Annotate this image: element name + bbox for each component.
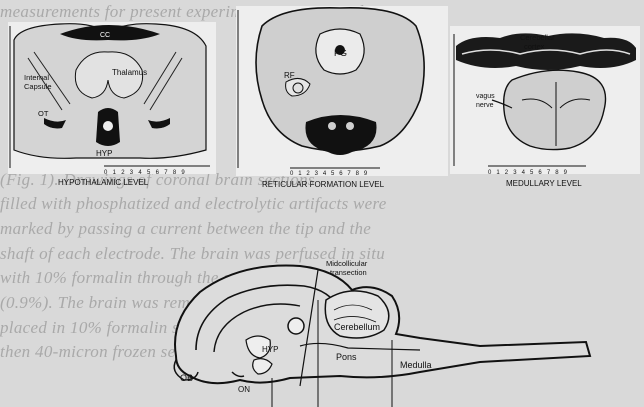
medullary-brainstem-outline [504,70,606,149]
reticular-pons-hole-left [328,122,336,130]
sagittal-label-on: ON [238,385,250,394]
reticular-pons-hole-right [346,122,354,130]
medullary-level-label: MEDULLARY LEVEL [506,179,582,188]
medullary-panel: Cerebellar cortex vagus nerve 0 1 2 3 4 … [450,26,640,188]
reticular-electrode-site [293,83,303,93]
sagittal-label-medulla: Medulla [400,360,432,370]
hypothalamic-label-capsule: Capsule [24,82,52,91]
hypothalamic-level-label: HYPOTHALAMIC LEVEL [58,178,149,187]
hypothalamic-label-hyp: HYP [96,149,112,158]
hypothalamic-scale-numbers: 0 1 2 3 4 5 6 7 8 9 [104,170,187,176]
hypothalamic-label-internal: Internal [24,73,49,82]
sagittal-label-cerebellum: Cerebellum [334,322,380,332]
sagittal-colliculi [288,318,304,334]
sagittal-label-midcollicular: Midcollicular [326,259,368,268]
hypothalamic-label-thalamus: Thalamus [112,68,147,77]
reticular-panel: PG RF 0 1 2 3 4 5 6 7 8 9 RETICULAR FORM… [236,6,448,189]
sagittal-label-transection: transection [330,268,367,277]
hypothalamic-label-cc: CC [100,32,110,39]
medullary-label-cerebellar: Cerebellar [520,33,555,42]
sagittal-brain: Midcollicular transection Cerebellum Pon… [174,259,590,407]
sagittal-label-hyp: HYP [262,345,278,354]
reticular-scale-numbers: 0 1 2 3 4 5 6 7 8 9 [290,171,369,177]
reticular-label-rf: RF [284,71,295,80]
reticular-level-label: RETICULAR FORMATION LEVEL [262,180,385,189]
reticular-label-pg: PG [334,48,347,58]
hypothalamic-panel: CC Internal Capsule Thalamus OT HYP 0 1 … [8,22,216,187]
hypothalamic-label-ot: OT [38,109,49,118]
sagittal-label-pons: Pons [336,352,357,362]
medullary-label-vagus: vagus [476,93,495,100]
hypothalamic-electrode-site [103,121,113,131]
sagittal-label-ob: OB [180,373,193,383]
medullary-label-cortex: cortex [524,42,545,51]
medullary-scale-numbers: 0 1 2 3 4 5 6 7 8 9 [488,170,569,176]
medullary-label-nerve: nerve [476,102,494,109]
